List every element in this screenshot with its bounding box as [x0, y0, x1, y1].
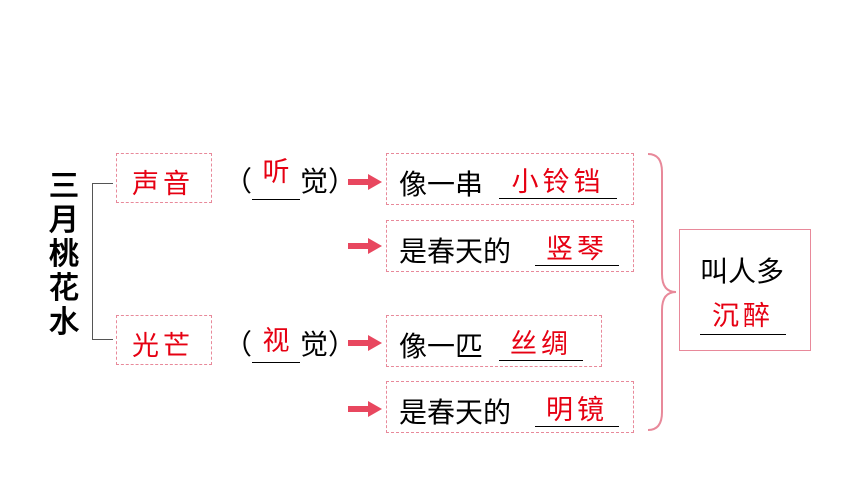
- arrow-icon: [348, 173, 382, 191]
- answer-text: 明镜: [546, 395, 608, 426]
- sense-prefix: （: [224, 328, 253, 361]
- metaphor-prefix: 是春天的: [399, 235, 512, 268]
- title-char: 桃: [49, 237, 79, 272]
- sense-blank: 视: [252, 323, 301, 363]
- sense-suffix: 觉）: [300, 165, 357, 198]
- sense-answer: 视: [262, 326, 290, 357]
- title-char: 水: [49, 305, 79, 340]
- conclusion-answer: 沉醉: [712, 301, 774, 332]
- sense-group-2: （ 视觉）: [224, 323, 356, 363]
- sense-blank: 听: [252, 157, 301, 200]
- category-label: 光芒: [132, 331, 194, 362]
- arrow-icon: [348, 334, 382, 352]
- left-bracket: [92, 183, 113, 340]
- category-box-light: 光芒: [116, 315, 212, 365]
- conclusion-text: 叫人多: [700, 255, 785, 288]
- title-char: 花: [49, 271, 79, 306]
- metaphor-box: 是春天的 明镜: [386, 381, 634, 433]
- answer-blank: 小铃铛: [499, 160, 617, 199]
- right-brace: [647, 153, 677, 431]
- metaphor-box: 像一串 小铃铛: [386, 153, 634, 205]
- sense-answer: 听: [262, 157, 290, 188]
- category-label: 声音: [132, 169, 194, 200]
- title-char: 三: [49, 169, 79, 204]
- answer-blank: 明镜: [535, 388, 619, 427]
- sense-prefix: （: [224, 165, 253, 198]
- metaphor-box: 是春天的 竖琴: [386, 220, 634, 272]
- metaphor-box: 像一匹 丝绸: [386, 315, 602, 367]
- arrow-icon: [348, 400, 382, 418]
- answer-text: 丝绸: [510, 329, 572, 360]
- metaphor-prefix: 像一串: [399, 168, 484, 201]
- conclusion-blank: 沉醉: [700, 294, 786, 335]
- conclusion-box: 叫人多 沉醉: [679, 229, 811, 351]
- arrow-icon: [348, 237, 382, 255]
- answer-text: 竖琴: [546, 234, 608, 265]
- title-char: 月: [49, 203, 79, 238]
- answer-text: 小铃铛: [511, 167, 605, 198]
- answer-blank: 竖琴: [535, 227, 619, 266]
- answer-blank: 丝绸: [499, 322, 583, 361]
- metaphor-prefix: 像一匹: [399, 330, 484, 363]
- metaphor-prefix: 是春天的: [399, 396, 512, 429]
- sense-group-1: （ 听觉）: [224, 157, 357, 200]
- category-box-sound: 声音: [116, 153, 212, 203]
- sense-suffix: 觉）: [300, 328, 357, 361]
- diagram-title: 三 月 桃 花 水: [44, 170, 84, 340]
